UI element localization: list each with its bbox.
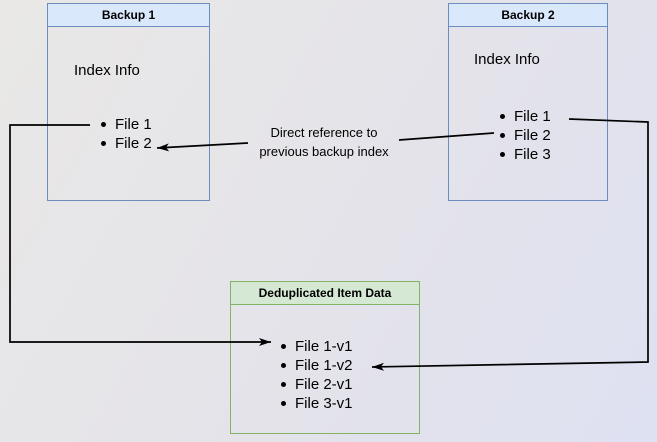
list-item-label: File 1-v2 [295,357,353,374]
list-item-label: File 1 [514,108,551,125]
backup2-node: Backup 2 Index Info File 1 File 2 File 3 [448,3,608,201]
list-item: File 2 [101,134,152,153]
list-item-label: File 1-v1 [295,338,353,355]
backup2-index-info-label: Index Info [474,51,540,68]
bullet-icon [500,133,505,138]
list-item: File 2-v1 [281,375,353,394]
bullet-icon [281,344,286,349]
dedup-node: Deduplicated Item Data File 1-v1 File 1-… [230,281,420,434]
list-item-label: File 2-v1 [295,376,353,393]
list-item: File 1-v1 [281,337,353,356]
bullet-icon [281,363,286,368]
list-item: File 3-v1 [281,394,353,413]
backup1-node: Backup 1 Index Info File 1 File 2 [47,3,210,201]
bullet-icon [500,114,505,119]
bullet-icon [101,141,106,146]
bullet-icon [101,122,106,127]
backup1-index-info-label: Index Info [74,62,140,79]
list-item: File 3 [500,145,551,164]
list-item-label: File 2 [514,127,551,144]
backup1-header: Backup 1 [48,4,209,27]
list-item-label: File 3 [514,146,551,163]
bullet-icon [500,152,505,157]
dedup-header: Deduplicated Item Data [231,282,419,305]
edge-label-line2: previous backup index [259,144,389,159]
list-item: File 2 [500,126,551,145]
list-item: File 1-v2 [281,356,353,375]
bullet-icon [281,401,286,406]
backup2-title: Backup 2 [501,8,555,22]
backup1-file-list: File 1 File 2 [101,115,152,153]
list-item-label: File 1 [115,116,152,133]
edge-label-line1: Direct reference to [270,125,378,140]
edge-label-direct-reference: Direct reference to previous backup inde… [248,123,400,161]
list-item-label: File 3-v1 [295,395,353,412]
bullet-icon [281,382,286,387]
backup2-header: Backup 2 [449,4,607,27]
list-item: File 1 [500,107,551,126]
dedup-file-list: File 1-v1 File 1-v2 File 2-v1 File 3-v1 [281,337,353,413]
backup1-title: Backup 1 [101,8,156,22]
backup2-file-list: File 1 File 2 File 3 [500,107,551,164]
list-item-label: File 2 [115,135,152,152]
list-item: File 1 [101,115,152,134]
dedup-title: Deduplicated Item Data [258,286,392,300]
